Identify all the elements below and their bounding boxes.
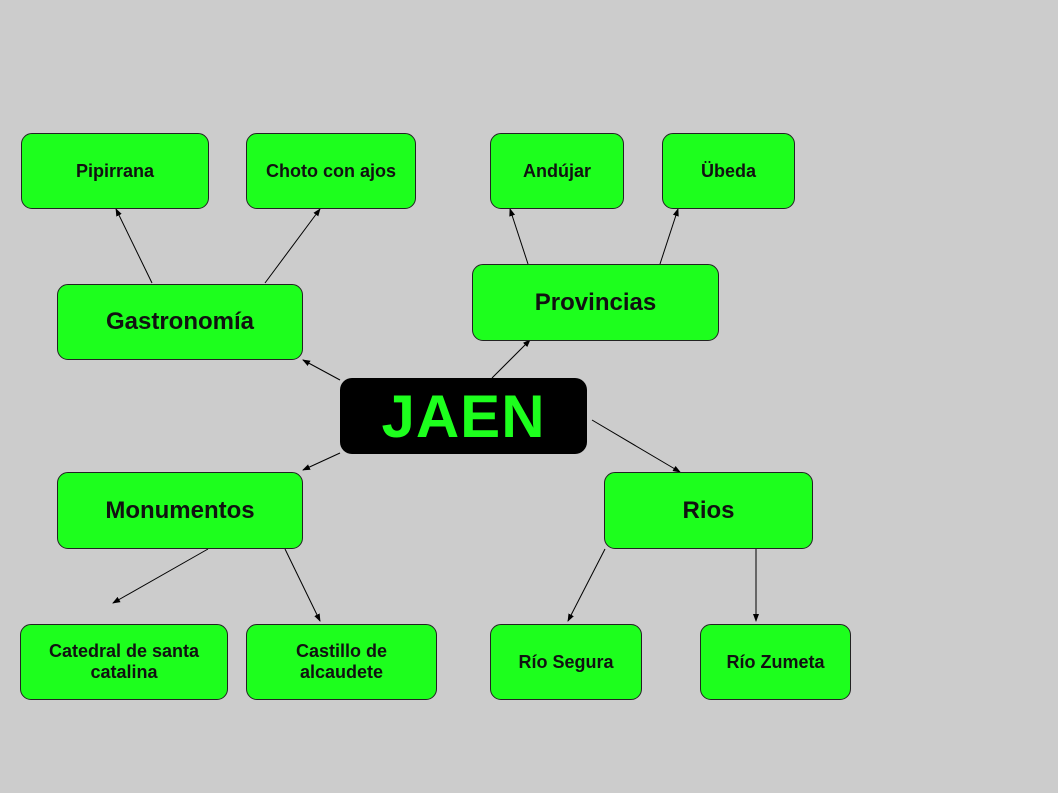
node-choto-con-ajos: Choto con ajos xyxy=(246,133,416,209)
node-rio-zumeta: Río Zumeta xyxy=(700,624,851,700)
node-rios: Rios xyxy=(604,472,813,549)
arrow-gastronomia-to-choto xyxy=(264,208,321,284)
node-pipirrana: Pipirrana xyxy=(21,133,209,209)
arrow-gastronomia-to-pipirrana xyxy=(115,208,153,284)
node-center-jaen: JAEN xyxy=(340,378,587,454)
arrow-center-to-gastronomia xyxy=(302,359,341,381)
arrow-provincias-to-andujar xyxy=(509,208,529,265)
arrow-monumentos-to-catedral xyxy=(112,548,209,604)
node-andujar: Andújar xyxy=(490,133,624,209)
arrow-center-to-monumentos xyxy=(302,452,341,471)
node-castillo: Castillo de alcaudete xyxy=(246,624,437,700)
arrow-provincias-to-ubeda xyxy=(659,208,679,265)
node-gastronomia: Gastronomía xyxy=(57,284,303,360)
node-provincias: Provincias xyxy=(472,264,719,341)
node-ubeda: Übeda xyxy=(662,133,795,209)
arrow-center-to-rios xyxy=(591,419,681,473)
node-rio-segura: Río Segura xyxy=(490,624,642,700)
arrow-rios-to-segura xyxy=(567,548,606,622)
arrow-monumentos-to-castillo xyxy=(284,548,321,622)
node-monumentos: Monumentos xyxy=(57,472,303,549)
node-catedral: Catedral de santa catalina xyxy=(20,624,228,700)
arrow-center-to-provincias xyxy=(491,339,531,379)
